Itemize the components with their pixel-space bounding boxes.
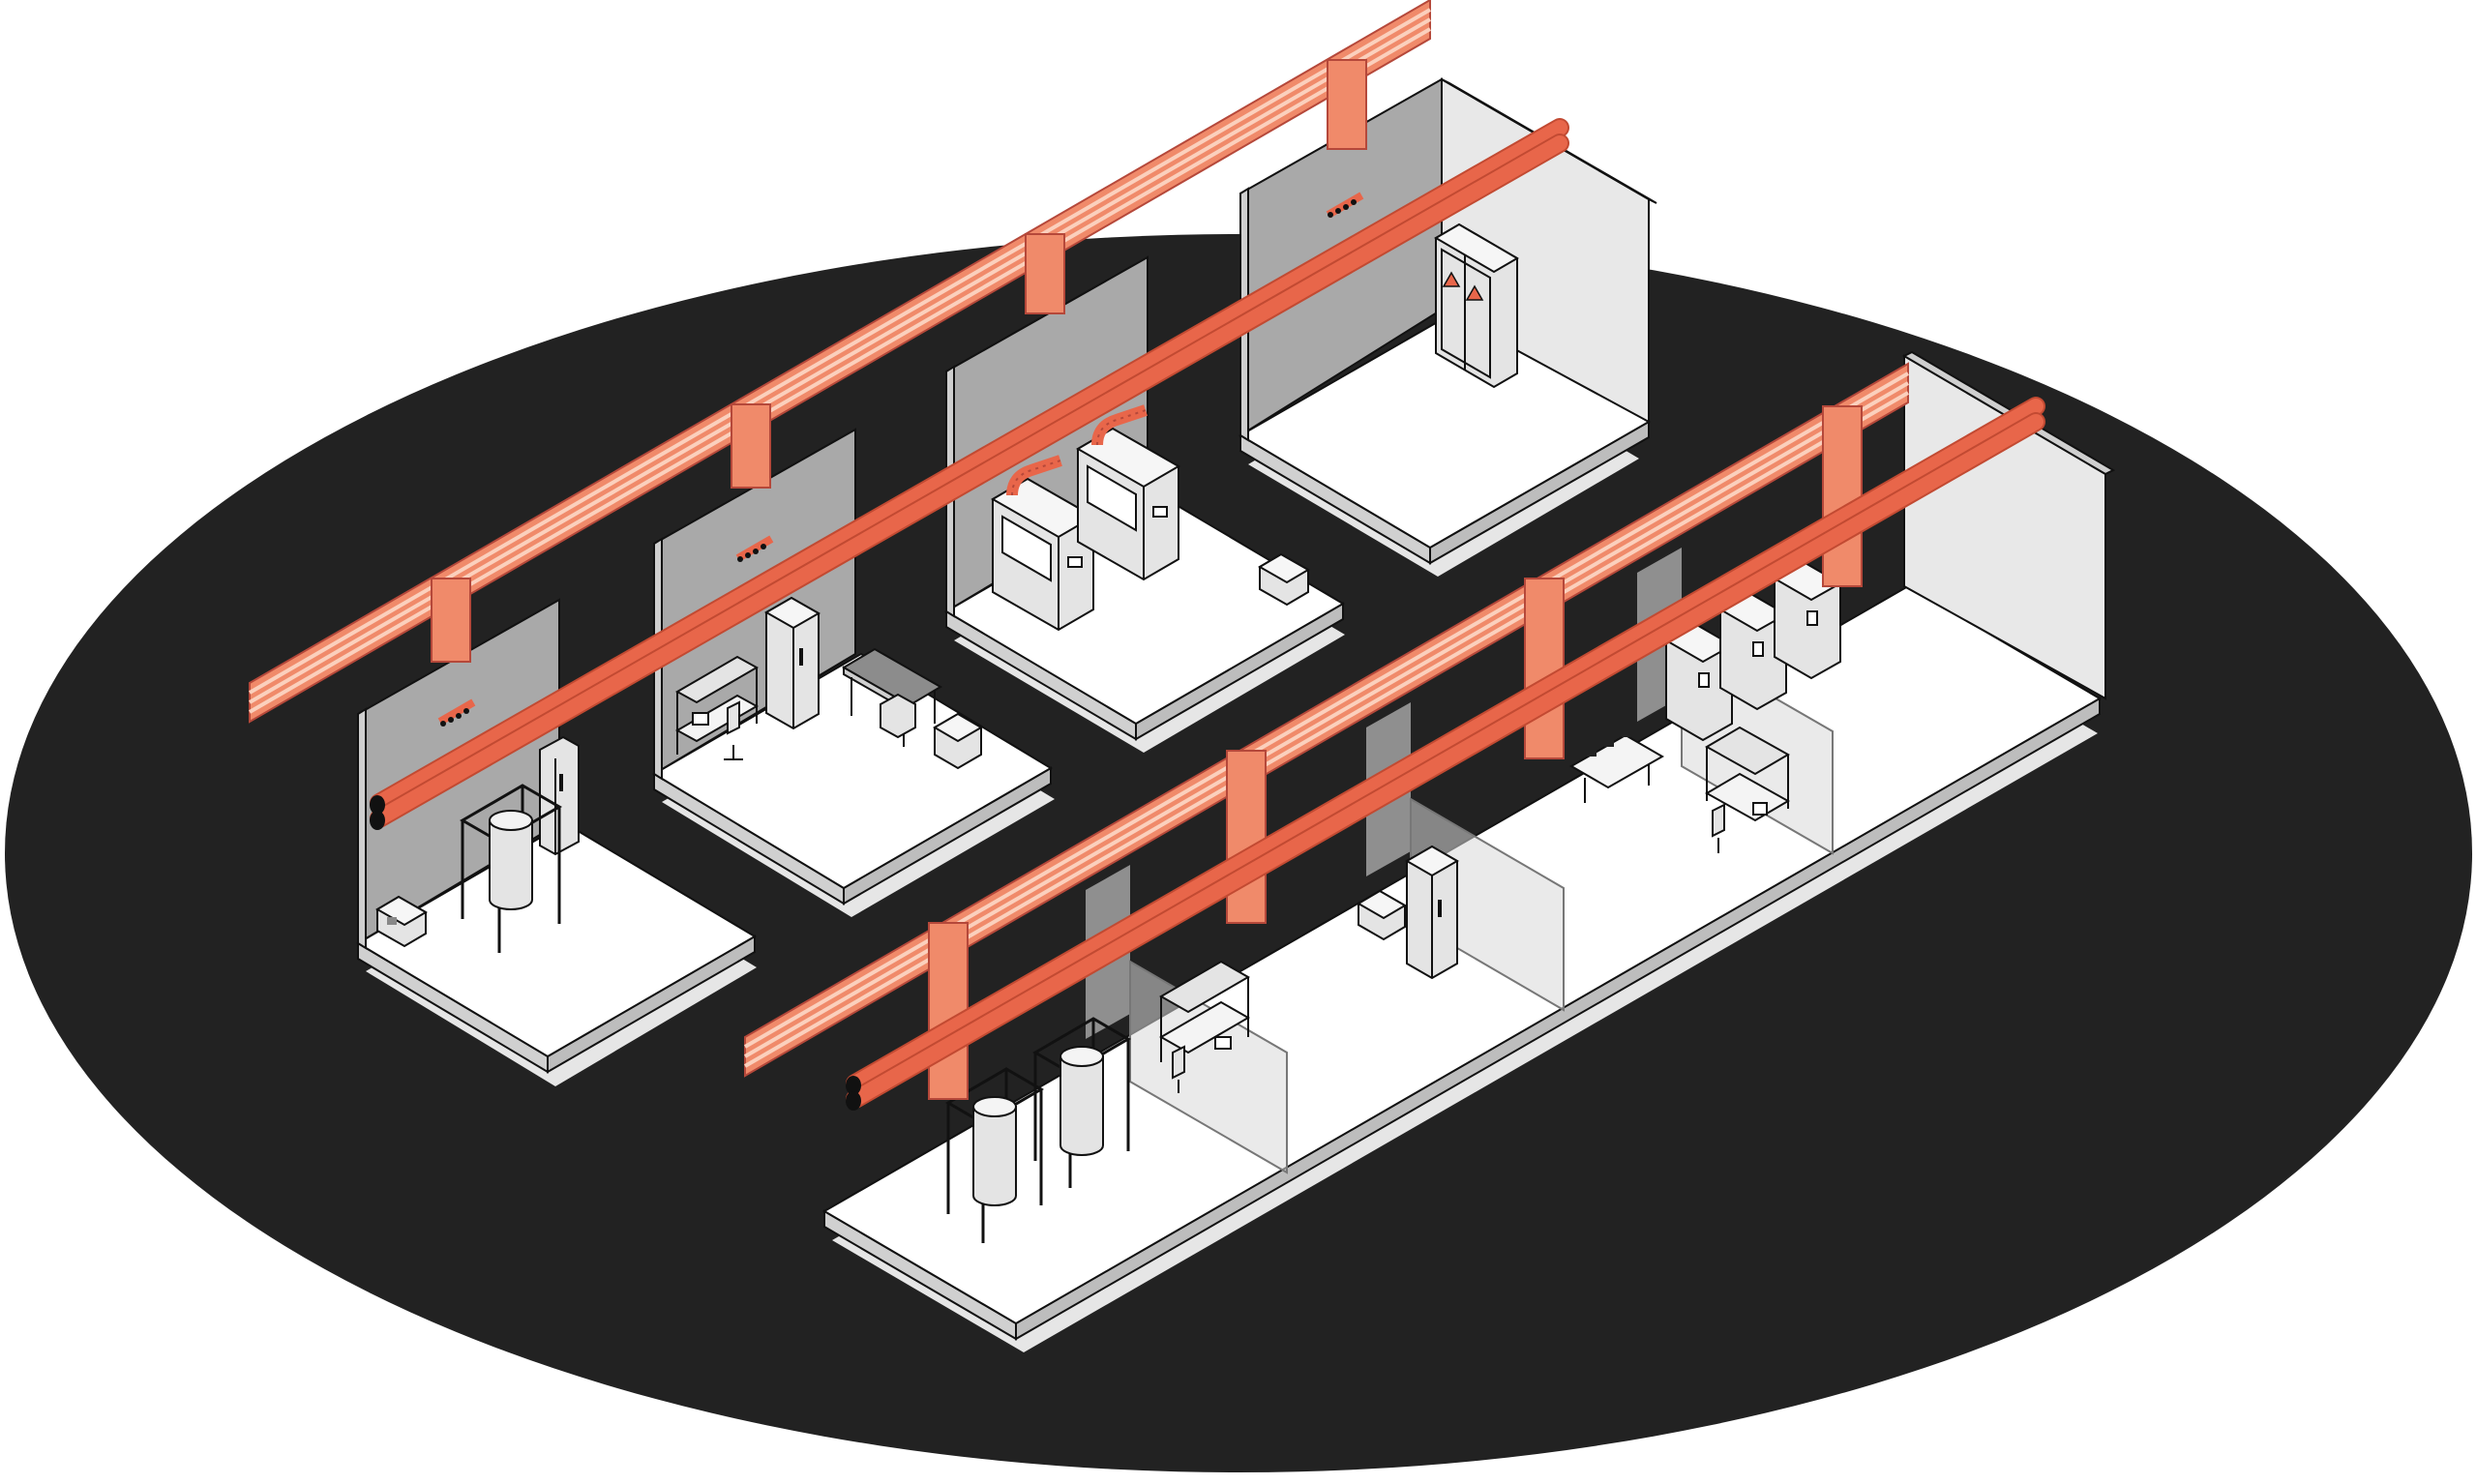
equipment-cabinet <box>539 735 580 856</box>
module-long-hall <box>822 350 2116 1352</box>
duct-drop <box>1327 59 1367 150</box>
workstation <box>1568 726 1791 853</box>
wall-sensor-strip <box>1326 192 1364 219</box>
module-fume-hoods <box>944 255 1345 753</box>
fume-hood <box>991 455 1095 632</box>
storage-cabinet <box>1357 845 1460 980</box>
bench-station <box>1258 552 1310 607</box>
duct-drop <box>1524 578 1565 759</box>
storage-cabinet <box>763 596 821 730</box>
bench-station <box>933 712 983 770</box>
tank-frame <box>1032 1017 1131 1188</box>
warning-triangle-icon <box>1442 271 1461 287</box>
test-chambers <box>1663 560 1843 742</box>
lab-table <box>842 647 942 747</box>
duct-drop <box>1025 233 1065 314</box>
duct-upper <box>248 0 1432 724</box>
duct-drop <box>1226 750 1267 924</box>
duct-drop <box>928 922 969 1100</box>
fume-hood <box>1076 404 1180 581</box>
electrical-cabinet <box>1434 223 1519 389</box>
tank-frame <box>945 1067 1044 1243</box>
duct-drop <box>431 578 471 663</box>
work-desk <box>1158 960 1251 1093</box>
warning-triangle-icon <box>1465 284 1484 301</box>
wall-edge <box>357 707 367 950</box>
wall-sensor-strip <box>735 535 774 562</box>
duct-drop <box>1822 405 1863 587</box>
tank-frame <box>460 784 562 953</box>
duct-drop <box>731 403 771 489</box>
bench-station <box>375 895 428 948</box>
wall-sensor-strip <box>437 698 476 727</box>
pipe-lower <box>846 397 2045 1111</box>
work-desk <box>674 655 760 760</box>
pipe-upper <box>370 118 1569 830</box>
duct-lower <box>743 362 1910 1100</box>
